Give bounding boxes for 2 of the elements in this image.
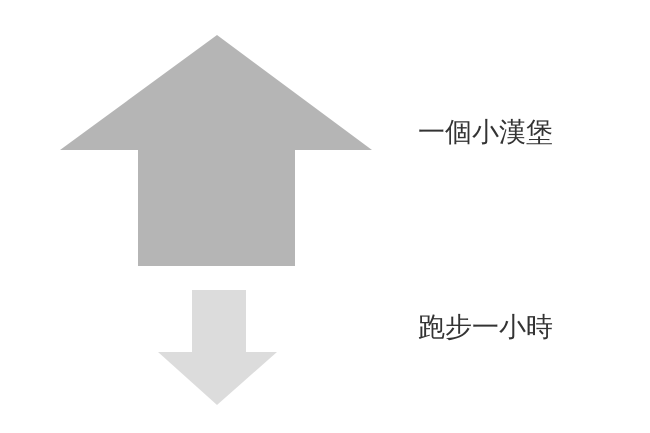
caption-text: 一個小漢堡 xyxy=(418,117,553,150)
caption-text: 跑步一小時 xyxy=(418,312,553,344)
